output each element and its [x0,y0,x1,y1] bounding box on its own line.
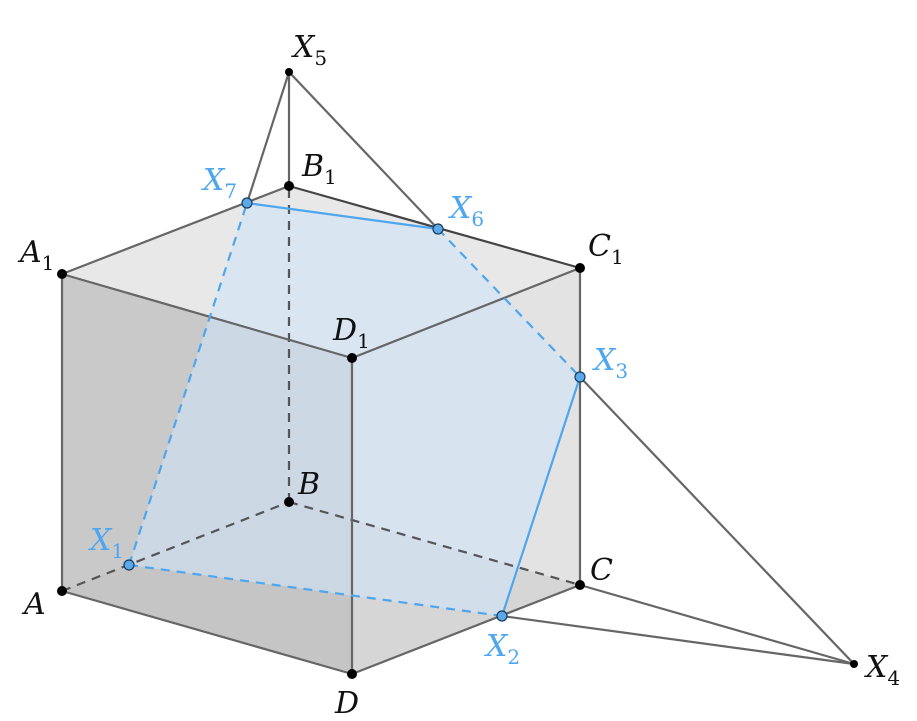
label-B: B [297,467,320,502]
line-X5-X7 [245,71,291,204]
line-X5-X6 [288,71,439,230]
visible-edges [60,184,582,676]
edge-D1C1 [351,266,581,360]
point-C1 [575,263,585,273]
label-X2: X2 [484,629,520,669]
label-X6: X6 [448,191,484,231]
section-edges [127,201,582,618]
cube-vertices [57,68,858,679]
line-X3-X4 [579,376,855,665]
label-A: A [21,587,46,622]
point-A [57,586,67,596]
point-X3 [574,371,586,383]
labels-black: A B C D A1 B1 C1 D1 X4 X5 [17,30,900,721]
section-X6-X3 [437,228,581,378]
point-X4 [850,660,858,668]
point-D [347,669,357,679]
edge-DC [351,583,581,676]
edge-A1D1 [61,272,353,360]
labels-blue: X1 X2 X3 X6 X7 [88,163,628,669]
edge-AB [61,500,290,593]
section-points [123,197,586,622]
label-C1: C1 [588,229,624,269]
label-X5: X5 [291,30,327,70]
label-C: C [590,553,613,588]
point-D1 [347,353,357,363]
point-X1 [123,559,135,571]
label-X3: X3 [592,343,628,383]
edge-AD [61,589,353,676]
label-X1: X1 [88,523,124,563]
label-X4: X4 [864,650,900,690]
label-A1: A1 [17,235,54,275]
section-X2-X3 [500,376,582,617]
point-A1 [57,269,67,279]
section-X7-X6 [246,201,439,231]
point-X7 [241,197,253,209]
point-X5 [285,68,293,76]
label-D: D [334,686,359,721]
section-fill [129,203,580,616]
line-C-X4 [579,583,855,666]
construction-lines [245,71,855,666]
label-X7: X7 [201,163,237,203]
point-C [575,580,585,590]
label-B1: B1 [301,149,337,189]
line-X2-X4 [501,614,855,666]
point-B [284,497,294,507]
point-B1 [284,181,294,191]
edge-BC [288,500,581,587]
point-X6 [432,223,444,235]
hidden-edges [61,186,581,593]
point-X2 [496,610,508,622]
label-D1: D1 [332,313,370,353]
